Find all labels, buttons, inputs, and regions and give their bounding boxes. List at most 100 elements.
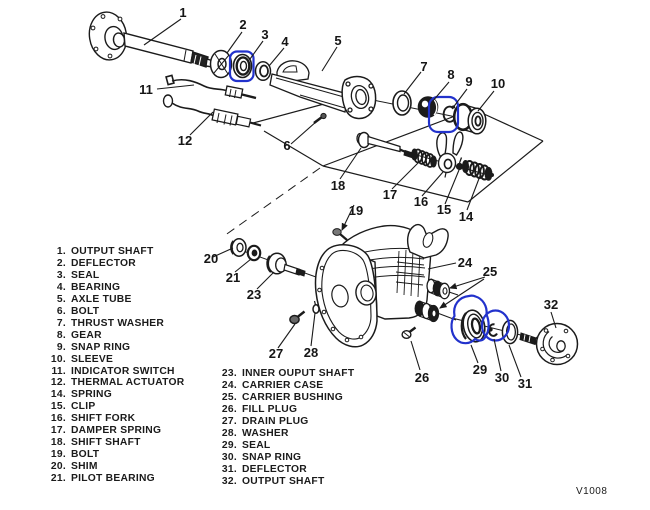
parts-list-right: 23.INNER OUPUT SHAFT 24.CARRIER CASE 25.… bbox=[216, 368, 354, 488]
part-name: SPRING bbox=[71, 389, 112, 401]
part-name: THRUST WASHER bbox=[71, 317, 165, 329]
parts-list-item: 12.THERMAL ACTUATOR bbox=[44, 377, 184, 389]
part-4-bearing bbox=[254, 60, 272, 82]
parts-list-item: 19. BOLT bbox=[44, 449, 184, 461]
part-17-damper-spring bbox=[411, 148, 437, 168]
part-14-spring bbox=[461, 159, 494, 181]
part-number: 14. bbox=[50, 389, 66, 401]
callout-9: 9 bbox=[465, 74, 472, 89]
part-name: SNAP RING bbox=[71, 341, 131, 353]
parts-list-item: 24.CARRIER CASE bbox=[216, 380, 354, 392]
part-name: BOLT bbox=[71, 449, 100, 461]
part-name: SHIFT FORK bbox=[71, 413, 136, 425]
part-12-thermal-actuator bbox=[162, 94, 262, 128]
part-name: THERMAL ACTUATOR bbox=[71, 377, 185, 389]
parts-list-item: 1. OUTPUT SHAFT bbox=[44, 246, 184, 258]
callout-19: 19 bbox=[349, 203, 363, 218]
parts-list-item: 31. DEFLECTOR bbox=[216, 464, 354, 476]
part-number: 30. bbox=[221, 451, 237, 463]
parts-list-item: 17. DAMPER SPRING bbox=[44, 425, 184, 437]
part-name: DAMPER SPRING bbox=[71, 425, 162, 437]
parts-list-item: 10.SLEEVE bbox=[44, 354, 184, 366]
parts-list-item: 26. FILL PLUG bbox=[216, 404, 354, 416]
callout-10: 10 bbox=[491, 76, 505, 91]
part-7-thrust-washer bbox=[392, 90, 412, 116]
part-number: 31. bbox=[221, 463, 237, 475]
callout-6: 6 bbox=[283, 138, 290, 153]
part-name: SHIFT SHAFT bbox=[71, 437, 141, 449]
part-2-deflector bbox=[209, 49, 233, 79]
callout-12: 12 bbox=[178, 133, 192, 148]
part-number: 18. bbox=[50, 437, 66, 449]
callout-5: 5 bbox=[334, 33, 341, 48]
part-number: 26. bbox=[221, 403, 237, 415]
part-number: 25. bbox=[221, 391, 237, 403]
part-name: DEFLECTOR bbox=[242, 463, 307, 475]
part-number: 2. bbox=[56, 257, 66, 269]
callout-28: 28 bbox=[304, 345, 318, 360]
part-number: 28. bbox=[221, 427, 237, 439]
callout-4: 4 bbox=[281, 34, 289, 49]
callout-21: 21 bbox=[226, 270, 240, 285]
parts-list-item: 6.BOLT bbox=[44, 306, 184, 318]
parts-list-item: 8.GEAR bbox=[44, 330, 184, 342]
part-number: 3. bbox=[56, 269, 66, 281]
figure-code: V1008 bbox=[576, 486, 608, 497]
part-number: 20. bbox=[50, 461, 66, 473]
exploded-plane-lines bbox=[223, 96, 544, 237]
callout-29: 29 bbox=[473, 362, 487, 377]
part-27-drain-plug bbox=[289, 310, 306, 325]
parts-list-item: 18. SHIFT SHAFT bbox=[44, 437, 184, 449]
part-name: INDICATOR SWITCH bbox=[71, 365, 175, 377]
callout-8: 8 bbox=[447, 67, 454, 82]
part-19-bolt bbox=[332, 228, 348, 241]
part-number: 4. bbox=[56, 281, 66, 293]
parts-list-item: 30.SNAP RING bbox=[216, 452, 354, 464]
callout-7: 7 bbox=[420, 59, 427, 74]
parts-list-item: 14. SPRING bbox=[44, 389, 184, 401]
part-number: 19. bbox=[50, 449, 66, 461]
callout-26: 26 bbox=[415, 370, 429, 385]
part-28-washer bbox=[312, 300, 320, 314]
highlight-gear-snapring-8-9 bbox=[427, 95, 460, 134]
part-number: 7. bbox=[56, 317, 66, 329]
part-name: CARRIER CASE bbox=[242, 379, 324, 391]
part-name: SEAL bbox=[71, 269, 100, 281]
callout-31: 31 bbox=[518, 376, 532, 391]
part-name: FILL PLUG bbox=[242, 403, 298, 415]
parts-list-item: 3. SEAL bbox=[44, 270, 184, 282]
part-32-output-shaft bbox=[535, 322, 579, 366]
parts-list-item: 9.SNAP RING bbox=[44, 342, 184, 354]
leader-lines bbox=[143, 18, 557, 378]
part-name: INNER OUPUT SHAFT bbox=[242, 368, 355, 379]
part-name: PILOT BEARING bbox=[71, 473, 155, 485]
callout-27: 27 bbox=[269, 346, 283, 361]
part-15-clip bbox=[455, 157, 464, 171]
highlight-annotations bbox=[228, 50, 511, 345]
part-name: BEARING bbox=[71, 281, 121, 293]
part-11-indicator-switch bbox=[165, 74, 257, 100]
part-number: 6. bbox=[56, 305, 66, 317]
callout-30: 30 bbox=[495, 370, 509, 385]
part-21-pilot-bearing bbox=[246, 244, 262, 262]
callout-32: 32 bbox=[544, 297, 558, 312]
part-3-seal bbox=[232, 53, 253, 79]
part-name: OUTPUT SHAFT bbox=[71, 246, 154, 257]
part-number: 27. bbox=[221, 415, 237, 427]
parts-list-item: 23.INNER OUPUT SHAFT bbox=[216, 368, 354, 380]
part-number: 1. bbox=[56, 246, 66, 257]
parts-list-item: 16.SHIFT FORK bbox=[44, 413, 184, 425]
part-number: 17. bbox=[50, 425, 66, 437]
callout-18: 18 bbox=[331, 178, 345, 193]
part-number: 8. bbox=[56, 329, 66, 341]
part-name: SHIM bbox=[71, 461, 98, 473]
part-number: 15. bbox=[50, 401, 66, 413]
part-number: 11. bbox=[51, 365, 66, 377]
part-10-sleeve bbox=[452, 102, 487, 135]
callout-15: 15 bbox=[437, 202, 451, 217]
parts-list-item: 7. THRUST WASHER bbox=[44, 318, 184, 330]
parts-list-item: 28. WASHER bbox=[216, 428, 354, 440]
part-name: WASHER bbox=[242, 427, 289, 439]
callout-17: 17 bbox=[383, 187, 397, 202]
